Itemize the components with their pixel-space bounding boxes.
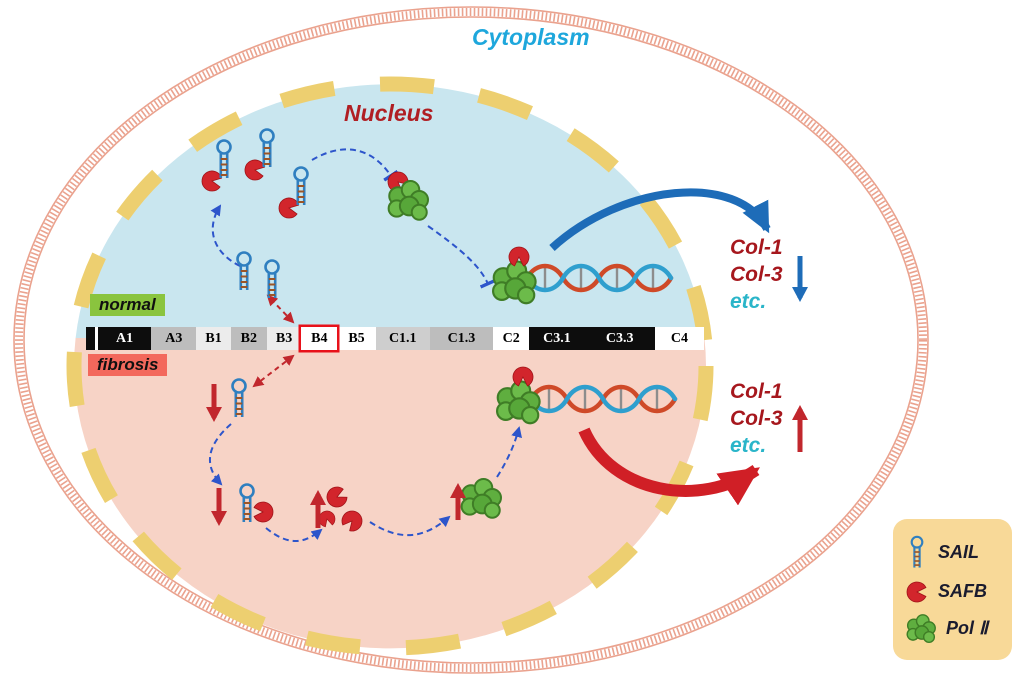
- polii-loading-arrow: [496, 426, 522, 478]
- nucleus-fibrosis-half: [74, 338, 707, 649]
- fibrosis-pathway: [206, 366, 808, 542]
- col1-label: Col-1: [730, 236, 783, 259]
- gene-segment-b2: B2: [230, 327, 267, 350]
- col1-label: Col-1: [730, 380, 783, 403]
- gene-bar: A1 A3 B1 B2 B3 B4 B5 C1.1 C1.3 C2 C3.1 C…: [86, 327, 705, 350]
- polii-icon: [906, 613, 936, 643]
- gene-segment-c3-3: C3.3: [584, 327, 655, 350]
- legend-label-sail: SAIL: [938, 541, 980, 562]
- gene-segment-a1: A1: [98, 327, 152, 350]
- gene-segment-b3: B3: [266, 327, 302, 350]
- sail-hairpin-icon: [910, 536, 924, 569]
- safb-to-polii-arrow: [369, 515, 451, 537]
- etc-label: etc.: [730, 434, 767, 457]
- nucleus-label: Nucleus: [344, 100, 434, 126]
- free-safb-arrow: [265, 527, 323, 542]
- nuclear-envelope: [66, 76, 714, 656]
- cytoplasm-label: Cytoplasm: [472, 24, 590, 50]
- inhibit-transcription-arrow: [427, 225, 496, 289]
- etc-label: etc.: [730, 290, 767, 313]
- gene-segment-c4: C4: [654, 327, 705, 350]
- legend: SAIL SAFB Pol Ⅱ: [893, 519, 1012, 660]
- inhibit-polii-arrow: [311, 148, 399, 182]
- gene-segment-c2: C2: [493, 327, 530, 350]
- legend-label-safb: SAFB: [938, 581, 987, 601]
- sail-binds-safb-arrow: [210, 204, 241, 267]
- col3-label: Col-3: [730, 407, 783, 430]
- gene-segment-c3-1: C3.1: [529, 327, 585, 350]
- legend-row-polii: Pol Ⅱ: [905, 613, 1012, 645]
- output-arrow-fibrosis: [578, 427, 760, 506]
- gene-segment-c1-1: C1.1: [375, 327, 430, 350]
- legend-row-safb: SAFB: [905, 580, 1012, 604]
- legend-label-polii: Pol Ⅱ: [946, 618, 988, 639]
- gene-segment-b4-highlighted: B4: [301, 327, 338, 350]
- outcome-fibrosis: Col-1 Col-3 etc.: [730, 378, 783, 459]
- cell-membrane: [13, 6, 929, 674]
- gene-bar-cap: [86, 327, 95, 350]
- nucleus: [66, 76, 714, 656]
- b4-to-sail-normal-arrow: [266, 294, 295, 324]
- normal-tag: normal: [90, 294, 165, 316]
- safb-icon: [906, 581, 927, 602]
- fibrosis-tag: fibrosis: [88, 354, 168, 376]
- col3-label: Col-3: [730, 263, 783, 286]
- sail-loss-arrow: [208, 423, 232, 486]
- outcome-normal: Col-1 Col-3 etc.: [730, 234, 783, 315]
- gene-segment-b5: B5: [337, 327, 376, 350]
- gene-segment-a3: A3: [151, 327, 197, 350]
- gene-segment-b1: B1: [196, 327, 231, 350]
- gene-segment-c1-3: C1.3: [429, 327, 494, 350]
- output-arrow-normal: [549, 188, 771, 251]
- legend-row-sail: SAIL: [905, 534, 1012, 570]
- normal-pathway: [200, 128, 808, 388]
